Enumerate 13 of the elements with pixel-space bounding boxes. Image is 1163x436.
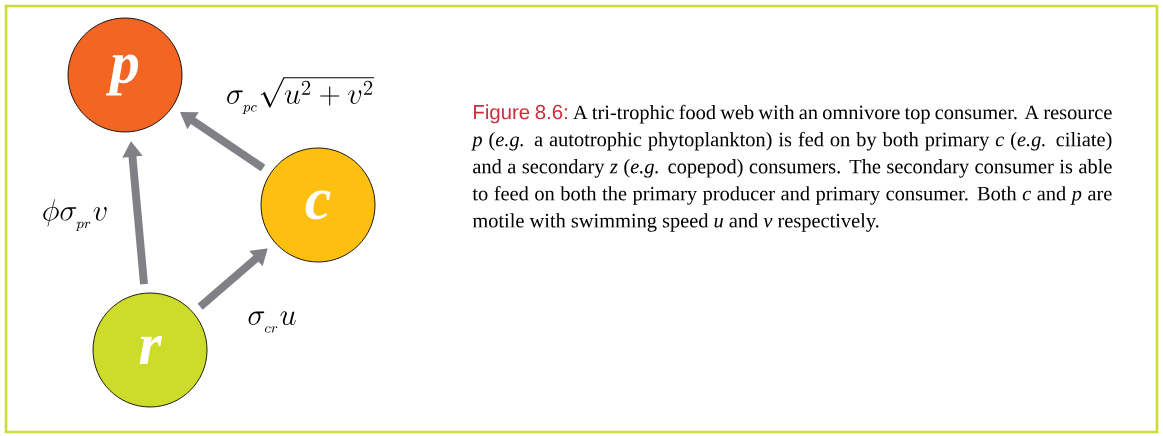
edge-label: $\sigma_{_{pc}}\sqrt{u^2+v^2}$ [227,77,375,115]
edge-label: $\sigma_{_{cr}} u$ [248,311,296,333]
caption: to feed on both the primary producer and primary consumer. Both c and p are [472,185,1112,205]
caption: and a secondary z (e.g. copepod) consumers. The secondary consumer is able [473,159,1112,178]
label: Figure 8.6: [474,104,567,124]
circle-node: p [67,17,183,133]
figure-caption: Figure 8.6: A tri-trophic food web with an omnivore top consumer. A resource p (e.g. a autotrophic phytoplankton) is fed on by both primary c (e.g. ciliate) and a secondary z (e.g. copepod) consumers. The secondary consumer is able to feed on both the primary producer and primary consumer. Both c and p are motile with swimming speed u and v respectively. [471,104,1112,232]
caption: A tri-trophic food web with an omnivore top consumer. A resource [573,104,1112,124]
caption: p (e.g. a autotrophic phytoplankton) is fed on by both primary c (e.g. ciliate) [471,131,1112,151]
caption: motile with swimming speed u and v respectively. [472,213,879,232]
circle-node: r [92,292,208,408]
circle-node: c [260,147,376,263]
edge-label: $\phi\sigma_{_{pr}} v$ [43,199,107,231]
